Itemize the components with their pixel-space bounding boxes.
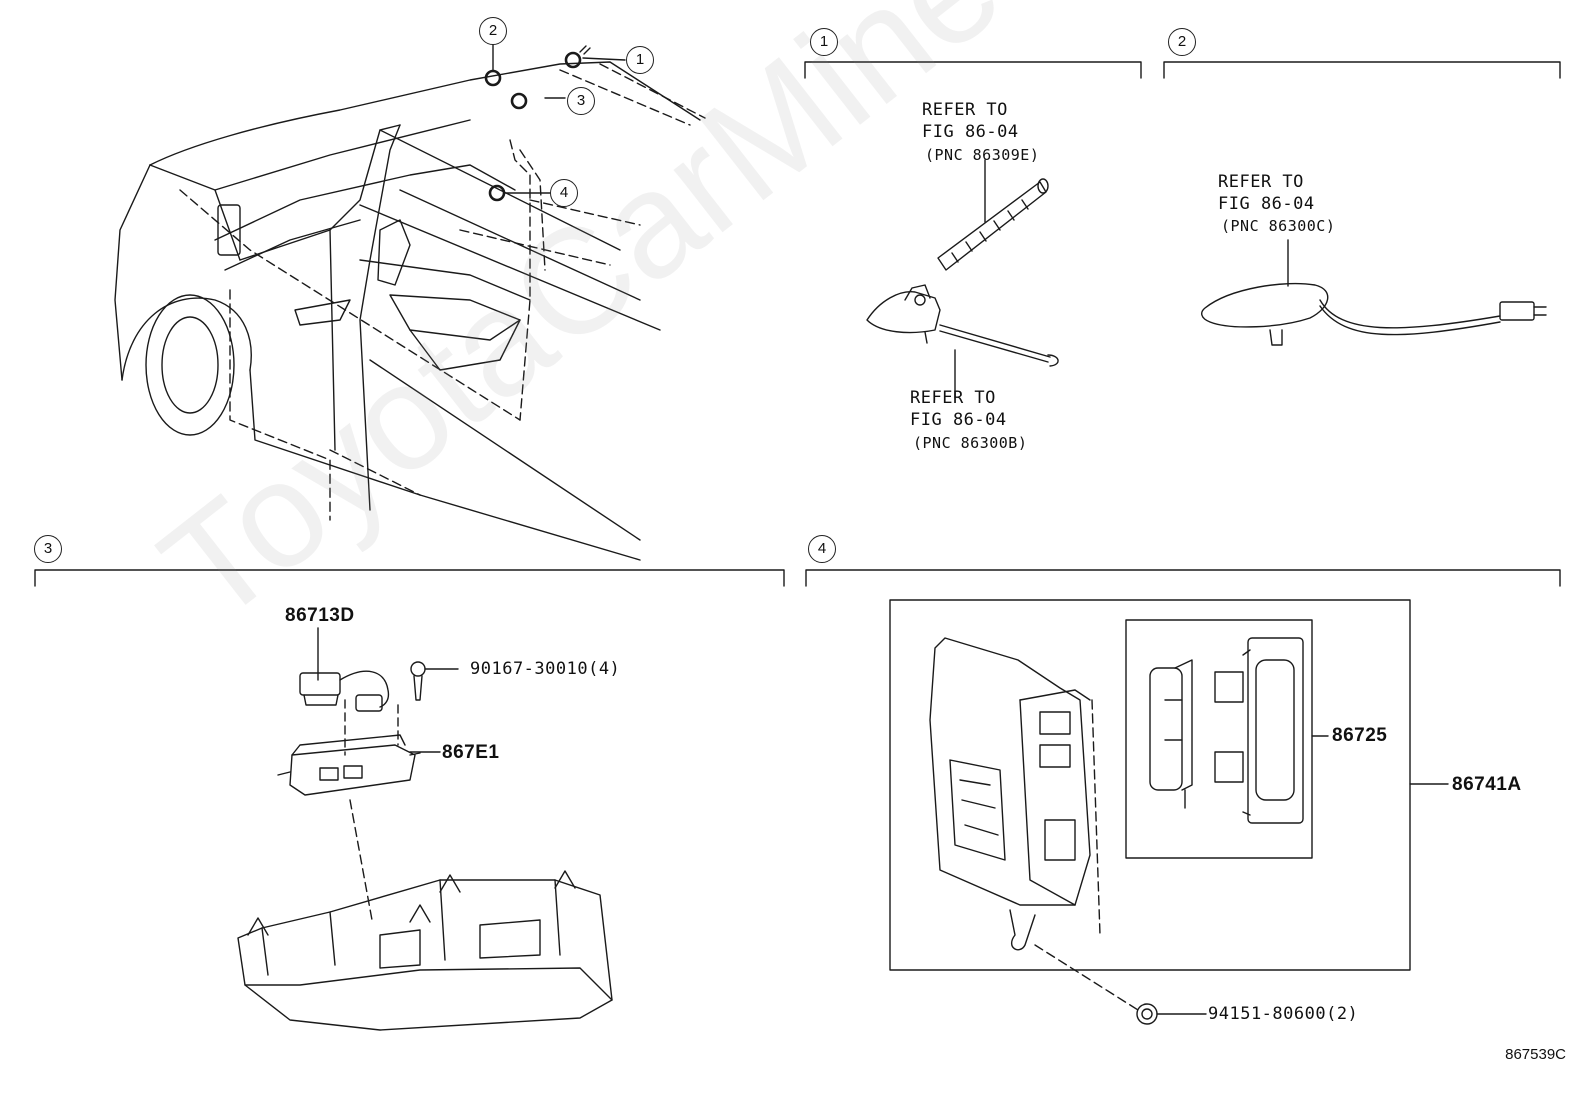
overview-marker-4 xyxy=(488,184,551,202)
overview-number-4: 4 xyxy=(550,179,578,207)
nut-94151-illustration xyxy=(1136,1003,1207,1025)
overview-number-2: 2 xyxy=(479,17,507,45)
refer-line: (PNC 86300B) xyxy=(913,434,1028,452)
section-number-2: 2 xyxy=(1168,28,1196,56)
section-bracket-3 xyxy=(34,569,785,587)
screw-90167-illustration xyxy=(410,661,459,701)
overview-marker-2 xyxy=(484,44,502,87)
bracket-86725-illustration xyxy=(1149,637,1329,824)
antenna-rod-illustration xyxy=(937,159,1049,271)
shark-antenna-illustration xyxy=(866,284,1059,399)
ecu-unit-illustration xyxy=(929,637,1139,1011)
refer-line: (PNC 86309E) xyxy=(925,146,1040,164)
vehicle-overview-illustration xyxy=(114,61,706,561)
section-bracket-2 xyxy=(1163,61,1561,79)
part-number-94151-80600[interactable]: 94151-80600(2) xyxy=(1208,1004,1359,1024)
figure-id: 867539C xyxy=(1505,1046,1566,1063)
refer-line: REFER TO xyxy=(922,100,1008,120)
section-bracket-1 xyxy=(804,61,1142,79)
section-number-3: 3 xyxy=(34,535,62,563)
part-number-867E1[interactable]: 867E1 xyxy=(442,742,500,763)
connector-86713D-illustration xyxy=(299,627,390,712)
section-number-1: 1 xyxy=(810,28,838,56)
part-number-86741A[interactable]: 86741A xyxy=(1452,774,1522,795)
part-number-86713D[interactable]: 86713D xyxy=(285,605,355,626)
assembly-86741A-frame xyxy=(889,599,1449,971)
overview-marker-3 xyxy=(510,92,566,110)
overview-number-1: 1 xyxy=(626,46,654,74)
roof-console-bracket-illustration xyxy=(237,870,613,1031)
module-867E1-illustration xyxy=(277,699,441,921)
overview-marker-1 xyxy=(564,45,626,69)
refer-line: FIG 86-04 xyxy=(1218,194,1315,214)
part-number-90167-30010[interactable]: 90167-30010(4) xyxy=(470,659,621,679)
refer-line: FIG 86-04 xyxy=(922,122,1019,142)
roof-antenna-illustration xyxy=(1201,239,1547,346)
part-number-86725[interactable]: 86725 xyxy=(1332,725,1388,746)
section-bracket-4 xyxy=(805,569,1561,587)
refer-line: REFER TO xyxy=(910,388,996,408)
refer-line: FIG 86-04 xyxy=(910,410,1007,430)
refer-line: (PNC 86300C) xyxy=(1221,217,1336,235)
refer-line: REFER TO xyxy=(1218,172,1304,192)
section-number-4: 4 xyxy=(808,535,836,563)
overview-number-3: 3 xyxy=(567,87,595,115)
